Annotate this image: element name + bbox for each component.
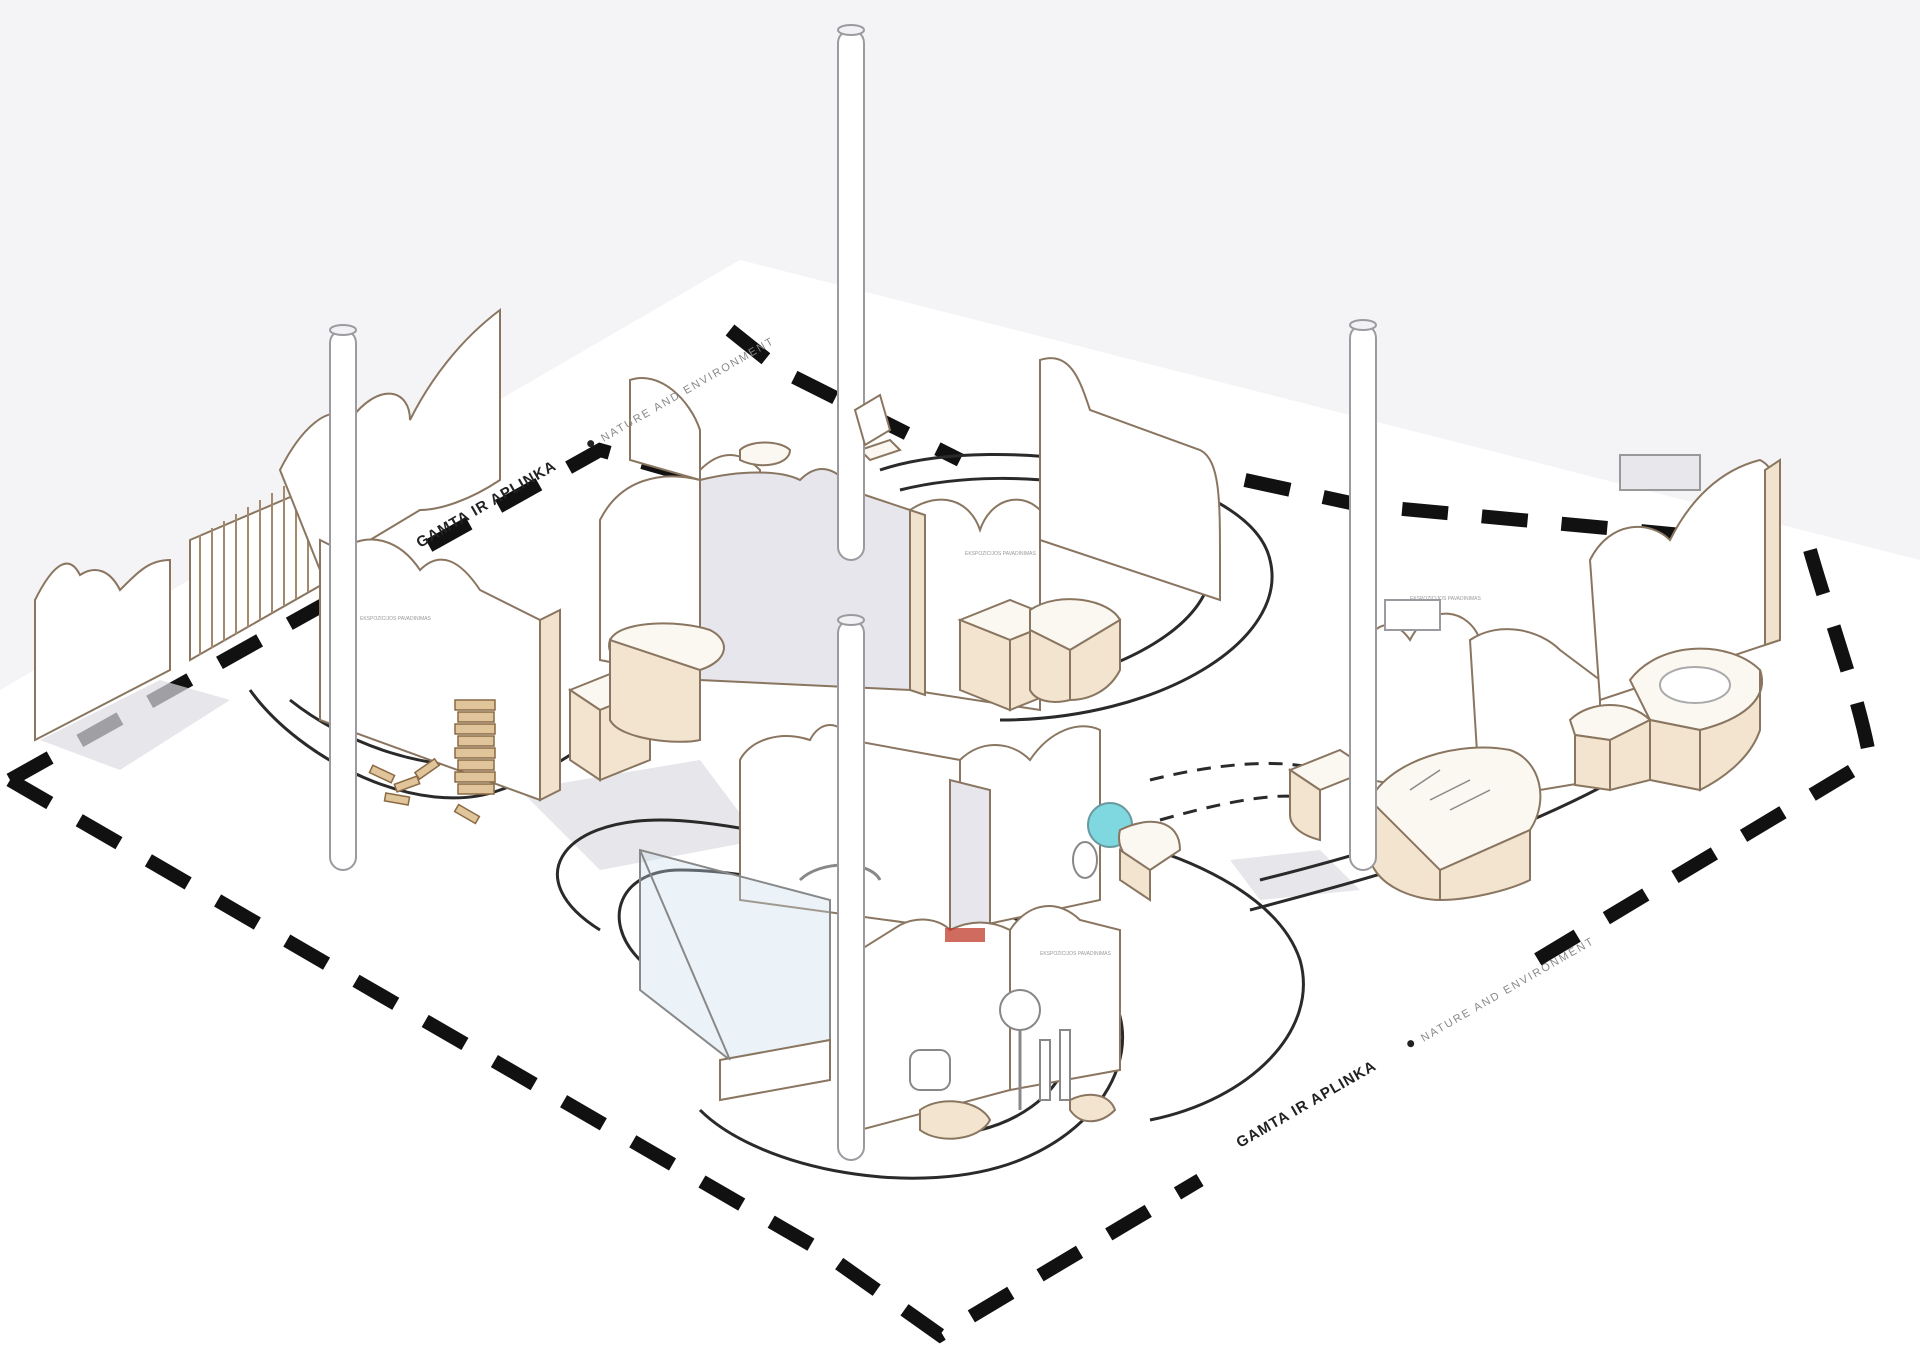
panel-label-center: EKSPOZICIJOS PAVADINIMAS: [965, 551, 1037, 557]
boundary-segment-bottom: [6, 773, 1204, 1344]
basin-plinth-side: [1649, 718, 1701, 792]
shadow-center: [520, 760, 760, 870]
pole-left-cap: [329, 324, 357, 336]
wall-main-edge: [539, 608, 561, 802]
wall-right-edge: [1764, 458, 1781, 647]
panel-label-right: EKSPOZICIJOS PAVADINIMAS: [1410, 596, 1482, 602]
telescope: [1072, 841, 1098, 879]
roof-box: [1619, 454, 1701, 491]
basin-bowl: [1659, 666, 1731, 704]
plinth-b-side: [609, 638, 701, 743]
label-top-dot: [587, 440, 595, 448]
wall-center-edge: [909, 508, 926, 697]
panel-label-left: EKSPOZICIJOS PAVADINIMAS: [360, 616, 432, 622]
pole-center-cap: [837, 24, 865, 36]
pole-left: [329, 329, 357, 871]
path-connector-dashed-2: [1159, 794, 1311, 822]
gear-wheel: [999, 989, 1041, 1031]
ramp-base: [719, 1038, 831, 1102]
top-block: [858, 438, 902, 462]
path-bottom-right: [1119, 838, 1305, 1122]
boundary-segment-left-top: [6, 442, 742, 787]
small-plinth-front: [1609, 718, 1651, 792]
drawing-plinth-front: [1439, 828, 1531, 902]
post-a: [1039, 1039, 1051, 1101]
poles: [329, 24, 1441, 1161]
exhibit-capsule: [909, 1049, 951, 1091]
path-center-outer: [879, 453, 1274, 722]
top-stool: [739, 441, 792, 467]
wall-front-display-right: [1009, 905, 1121, 1092]
boundary-segment-right: [1516, 548, 1878, 977]
small-plinth-side: [1574, 733, 1611, 792]
wall-left-low: [34, 558, 171, 742]
path-connector-dashed-1: [1149, 761, 1321, 782]
wall-front-center-right: [959, 725, 1101, 932]
pole-right-cap: [1349, 319, 1377, 331]
panel-label-front: EKSPOZICIJOS PAVADINIMAS: [1040, 951, 1112, 957]
wall-center-back-right: [1039, 357, 1221, 602]
boundary-segment-top: [725, 324, 964, 467]
floor-disc: [919, 1100, 992, 1140]
pole-right: [1349, 324, 1377, 871]
ramp-rail: [639, 849, 731, 1061]
pole-center: [837, 29, 865, 561]
module-front-center: EKSPOZICIJOS PAVADINIMAS: [639, 724, 1182, 1140]
globe-plinth-side: [1119, 848, 1151, 902]
pole-right-sign: [1384, 599, 1441, 631]
globe-plinth-top: [1118, 820, 1182, 872]
plinth-d-front: [1069, 618, 1121, 702]
plinth-drawing-lines: [1409, 769, 1491, 811]
red-sign: [945, 928, 985, 942]
wall-center-cloud-mid: [699, 468, 911, 692]
wall-center-back-left: [629, 377, 701, 482]
jenga-tower: [368, 699, 496, 825]
left-plinth-side: [1289, 768, 1321, 842]
label-right-dot: [1407, 1040, 1415, 1048]
wall-main-front: [319, 538, 541, 802]
floor-disc-small: [1069, 1093, 1117, 1123]
basin-plinth-front: [1699, 669, 1763, 792]
pole-center-sign: [853, 393, 892, 447]
pole-front: [837, 619, 865, 1161]
shadow-left: [40, 680, 230, 770]
post-b: [1059, 1029, 1071, 1101]
pole-front-cap: [837, 614, 865, 626]
module-right: EKSPOZICIJOS PAVADINIMAS: [1287, 454, 1781, 902]
